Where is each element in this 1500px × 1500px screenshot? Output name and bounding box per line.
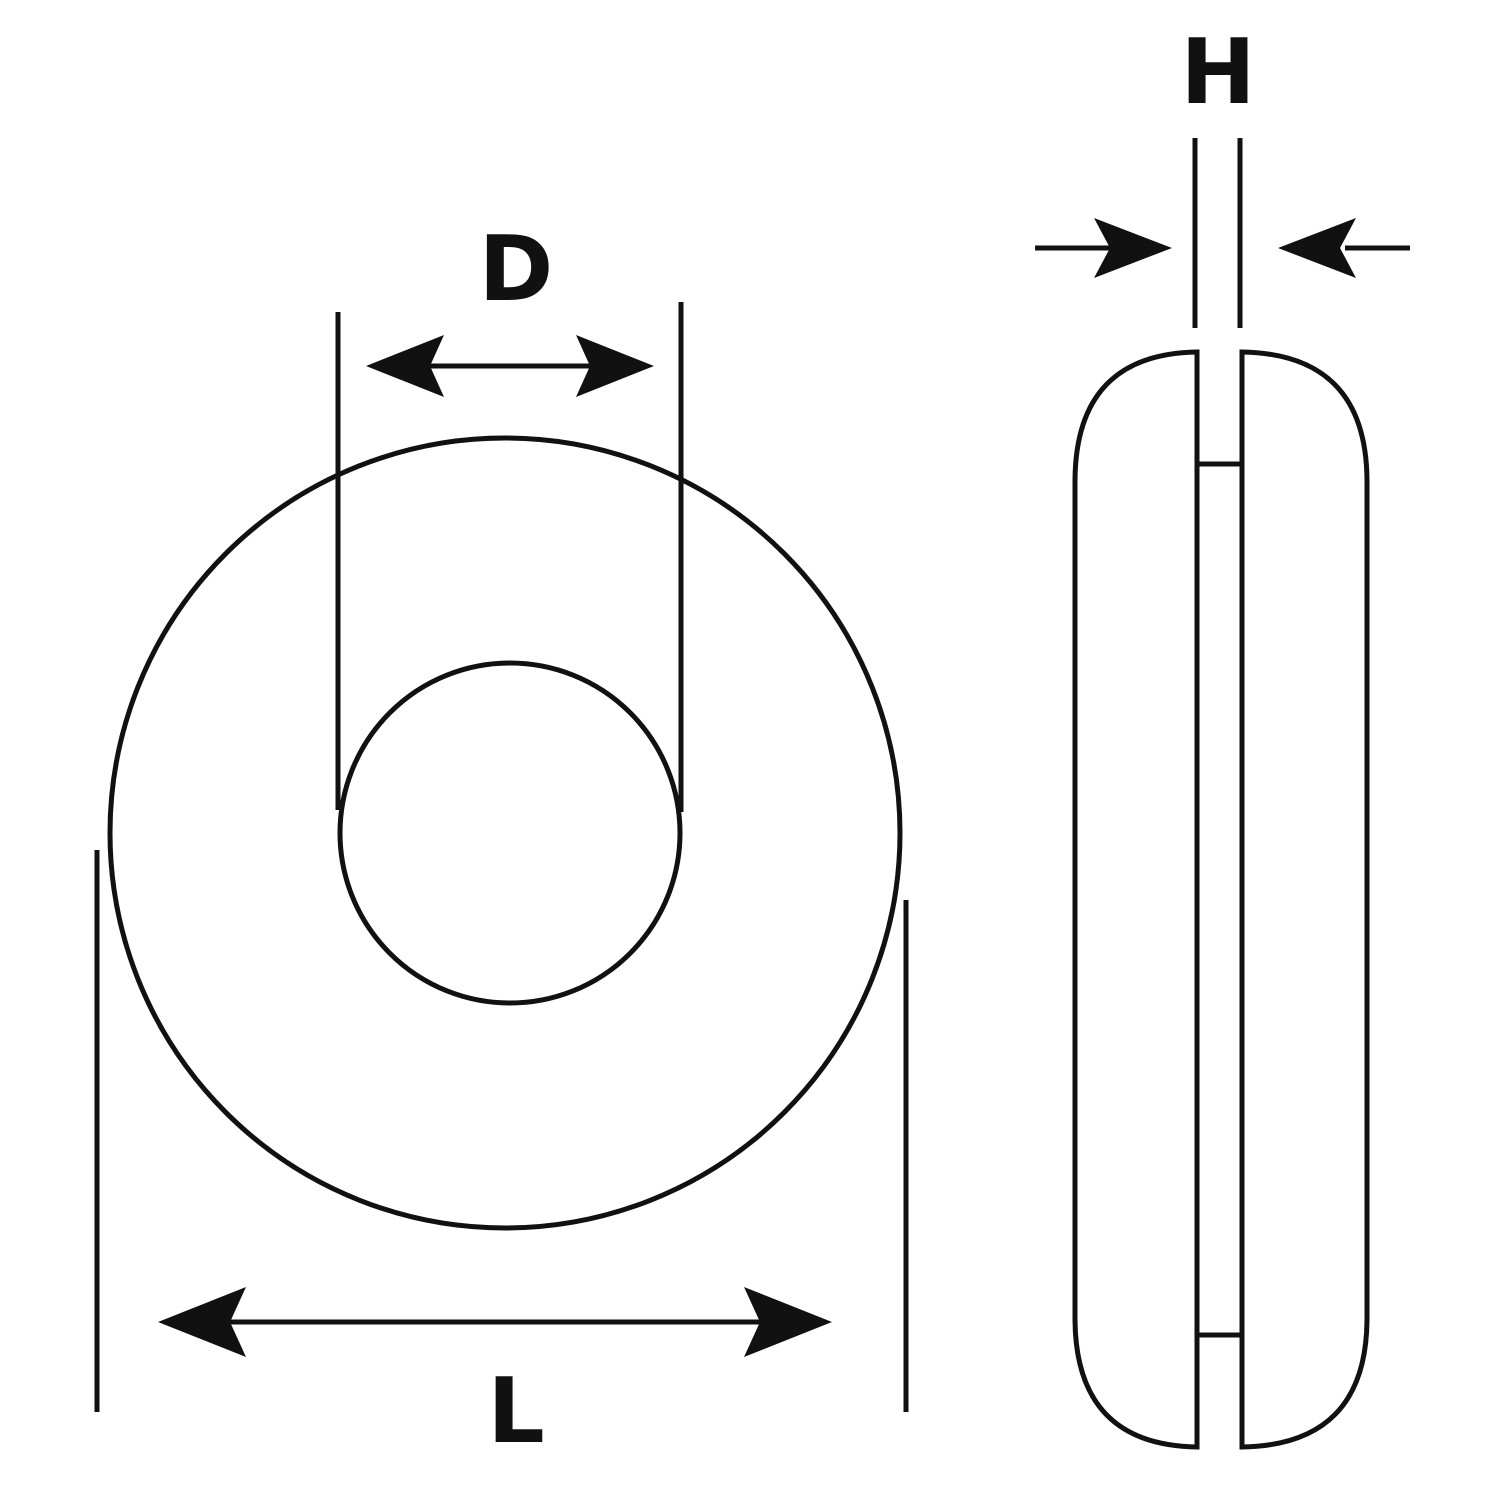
label-h: H (1180, 20, 1255, 125)
side-profile-right (1239, 349, 1370, 1450)
label-l: L (487, 1359, 544, 1464)
l-dimension-arrow (158, 1287, 832, 1357)
outer-circle (107, 435, 903, 1231)
d-dimension-arrow (366, 335, 654, 397)
front-view (94, 302, 909, 1412)
label-d: D (479, 217, 554, 322)
side-view (1072, 138, 1370, 1450)
inner-circle (337, 660, 683, 1006)
side-profile-left (1072, 349, 1200, 1450)
h-dimension-arrows (1035, 218, 1410, 278)
